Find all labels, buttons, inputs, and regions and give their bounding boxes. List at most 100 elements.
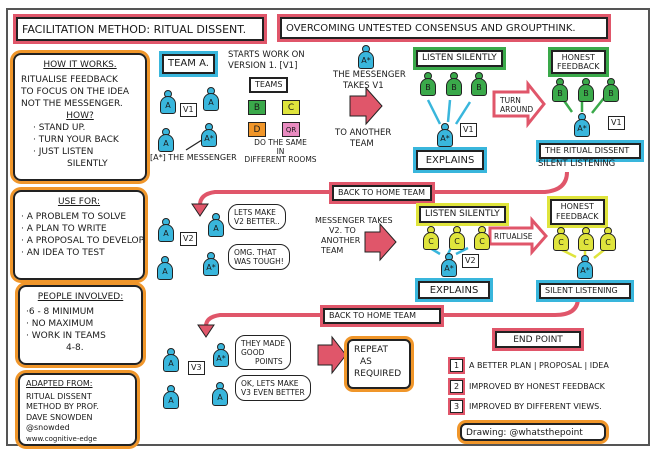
person-b: B — [603, 78, 619, 102]
speech-bubble: Lets makeV2 better.. — [228, 204, 286, 230]
person-a: A — [212, 382, 228, 406]
starts-line: Starts work on — [228, 50, 305, 60]
how-heading: How it works. — [43, 60, 117, 70]
starts-line: Version 1. [V1] — [228, 61, 298, 71]
person-a: A — [163, 348, 179, 372]
adapted-line: www.cognitive-edge — [26, 434, 97, 443]
page-title: Facilitation Method: Ritual Dissent. — [16, 17, 264, 41]
turn-around-arrow — [492, 79, 546, 129]
person-messenger: A* — [201, 123, 217, 147]
messenger-legend: [A*] The messenger — [150, 153, 237, 162]
how-line: · Just listen — [33, 147, 94, 157]
ritualise-arrow — [488, 216, 548, 256]
team-qr: QR — [282, 122, 300, 137]
person-a: A — [157, 256, 173, 280]
repeat-as-required: Repeatasrequired — [347, 339, 411, 389]
people-line: 4-8. — [66, 343, 84, 353]
return-arrowhead-1 — [191, 203, 209, 217]
version-v2: V2 — [462, 254, 479, 268]
messenger-takes-v2: Messenger takesV2. Toanotherteam — [315, 216, 393, 255]
person-a: A — [203, 87, 219, 111]
person-a: A — [208, 213, 224, 237]
return-arrowhead-2 — [197, 324, 215, 338]
person-a: A — [158, 128, 174, 152]
red-arrow-2 — [364, 222, 397, 262]
return-line-2 — [442, 297, 580, 317]
person-messenger: A* — [441, 253, 457, 277]
adapted-line: Dave Snowden — [26, 412, 93, 422]
use-line: · A proposal to develop. — [21, 236, 146, 246]
version-v1: V1 — [180, 103, 197, 117]
adapted-line: @snowded — [26, 423, 70, 432]
person-b: B — [552, 78, 568, 102]
to-another-text: team — [350, 139, 374, 149]
version-v1: V1 — [460, 123, 477, 137]
person-a: A — [160, 90, 176, 114]
person-c: C — [600, 227, 616, 251]
page-subtitle: Overcoming untested consensus and groupt… — [280, 17, 608, 39]
messenger-text: The messenger — [333, 70, 406, 80]
honest-feedback-label: Honestfeedback — [551, 50, 606, 74]
people-line: ·6 - 8 minimum — [26, 307, 95, 317]
person-c: C — [423, 226, 439, 250]
people-line: · Work in teams — [26, 331, 106, 341]
adapted-line: method by Prof. — [26, 402, 99, 411]
back-to-home-team-1: Back to home team — [332, 185, 432, 201]
end-item: 2Improved by honest feedback — [450, 380, 605, 393]
back-to-home-team-2: Back to home team — [323, 308, 441, 324]
person-b: B — [446, 72, 462, 96]
speech-bubble: They madegoodpoints — [235, 335, 292, 370]
adapted-heading: Adapted from: — [26, 379, 93, 388]
red-arrow-3 — [317, 335, 347, 375]
silent-listening-label: Silent listening — [539, 283, 631, 299]
team-c: C — [282, 100, 300, 115]
listen-silently-label-2: Listen silently — [419, 206, 506, 223]
person-a: A — [163, 385, 179, 409]
explain-arrows — [426, 99, 472, 125]
person-c: C — [449, 226, 465, 250]
how-line: not the messenger. — [21, 99, 123, 109]
speech-bubble: OMG. Thatwas tough! — [228, 244, 290, 270]
people-line: · No maximum — [26, 319, 94, 329]
use-line: · A plan to write — [21, 224, 107, 234]
person-b: B — [578, 78, 594, 102]
person-c: C — [474, 226, 490, 250]
people-heading: People involved: — [37, 292, 124, 302]
person-a: A — [158, 218, 174, 242]
explains-label-2: Explains — [418, 281, 490, 299]
person-c: C — [553, 227, 569, 251]
explains-label: Explains — [416, 150, 484, 170]
team-b: B — [248, 100, 266, 115]
version-v3: V3 — [188, 361, 205, 375]
end-item: 1A better plan | proposal | idea — [450, 359, 609, 372]
honest-feedback-label-2: Honestfeedback — [550, 199, 605, 225]
team-d: D — [248, 122, 266, 137]
team-a-label: Team A. — [162, 54, 215, 74]
person-messenger: A* — [437, 123, 453, 147]
version-v2: V2 — [180, 232, 197, 246]
person-messenger: A* — [358, 45, 374, 69]
how-it-works-panel: How it works. Ritualise feedback to focu… — [13, 53, 147, 181]
use-line: · An idea to test — [21, 248, 105, 258]
end-item: 3Improved by different views. — [450, 400, 602, 413]
person-messenger: A* — [577, 255, 593, 279]
outer-frame — [6, 8, 650, 446]
person-b: B — [471, 72, 487, 96]
person-messenger: A* — [213, 343, 229, 367]
speech-bubble: Ok, lets makeV3 even better — [235, 375, 311, 401]
person-messenger: A* — [203, 252, 219, 276]
listen-silently-label: Listen silently — [416, 50, 503, 67]
ritualise-label: Ritualise — [494, 232, 533, 241]
how-line: · Turn your back — [33, 135, 119, 145]
person-b: B — [420, 72, 436, 96]
teams-label: Teams — [249, 77, 289, 93]
person-c: C — [578, 227, 594, 251]
return-line-1 — [432, 171, 569, 194]
same-text: Do the sameindifferent rooms — [244, 138, 317, 164]
person-messenger: A* — [574, 113, 590, 137]
people-involved-panel: People involved: ·6 - 8 minimum · No max… — [18, 285, 143, 365]
drawing-credit: Drawing: @whatsthepoint — [460, 423, 606, 441]
use-for-panel: Use for: · A problem to solve · A plan t… — [13, 190, 146, 280]
